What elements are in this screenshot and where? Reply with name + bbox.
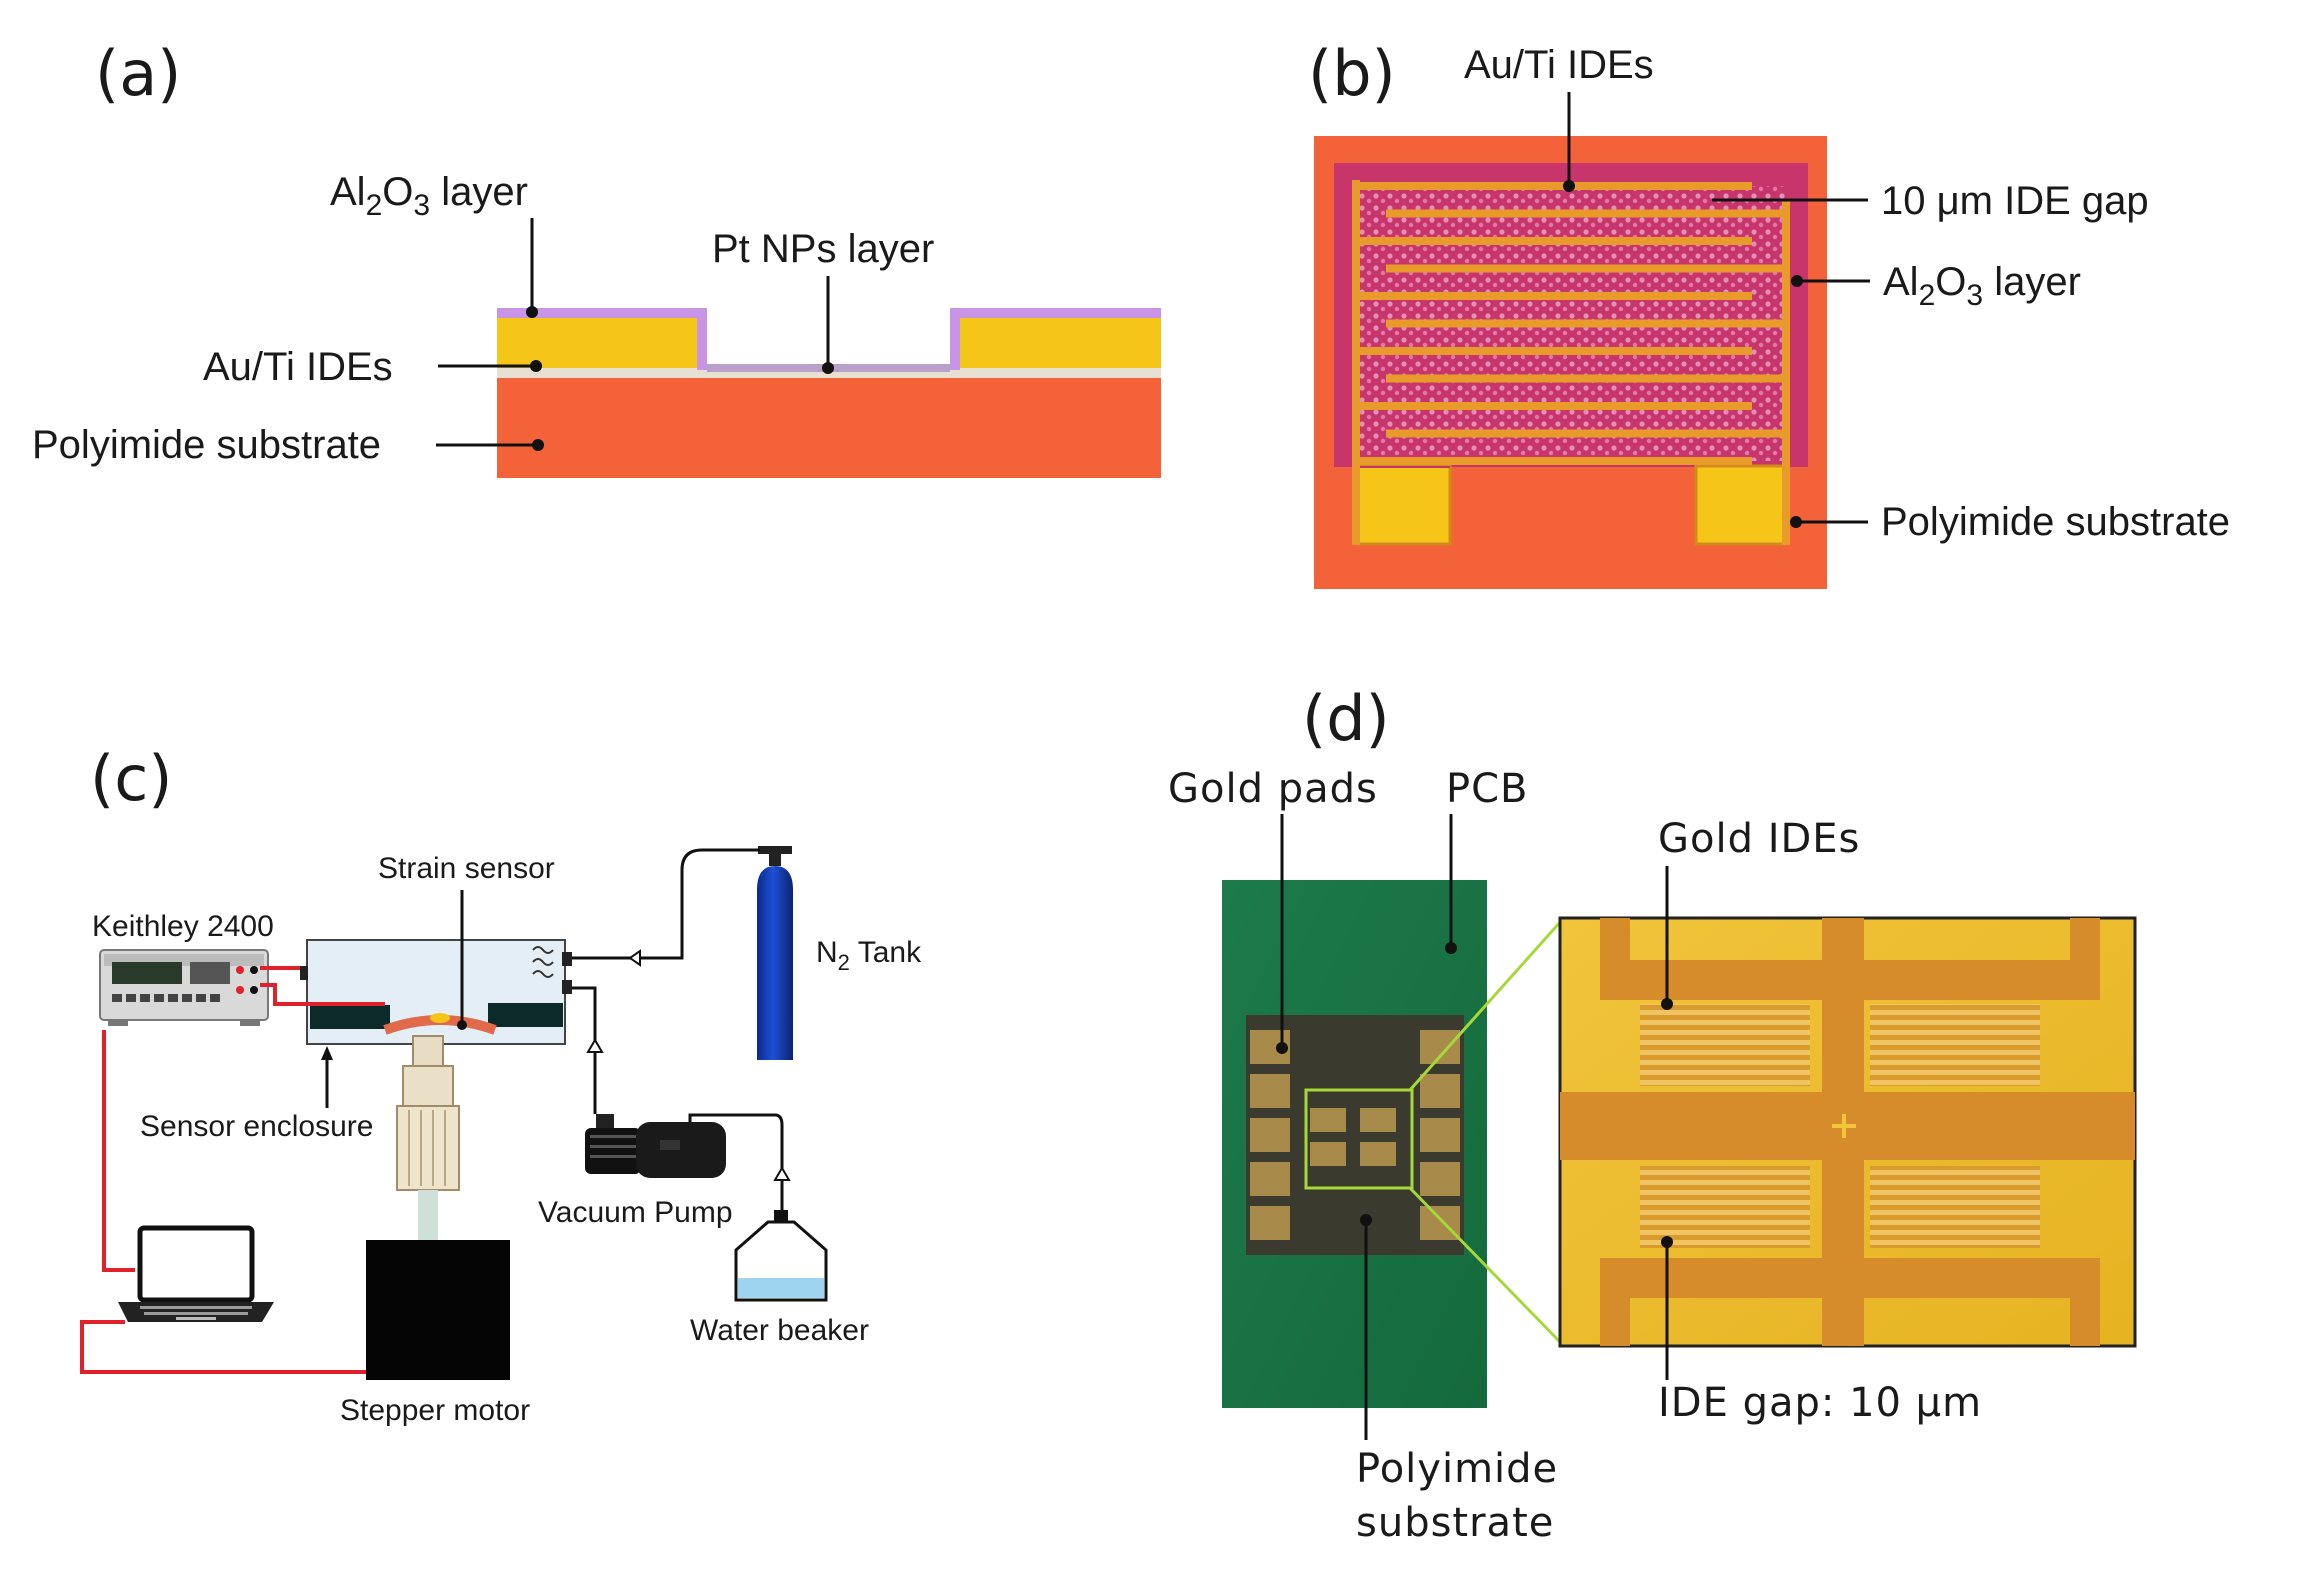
label-b-al2o3: Al2O3 layer bbox=[1883, 260, 2081, 312]
clamp-right bbox=[488, 1003, 563, 1027]
label-a-auti: Au/Ti IDEs bbox=[203, 345, 393, 389]
actuator-body bbox=[396, 1105, 460, 1191]
vacuum-line-beaker bbox=[688, 1113, 784, 1210]
b-finger-left-2 bbox=[1352, 237, 1752, 245]
wire-keithley-laptop bbox=[102, 1030, 135, 1272]
n2-tank bbox=[757, 846, 793, 1060]
b-finger-left-0 bbox=[1352, 182, 1752, 190]
label-c-enclosure: Sensor enclosure bbox=[140, 1110, 373, 1143]
micro-ide-arrays bbox=[1640, 1004, 2040, 1248]
label-a-polyimide: Polyimide substrate bbox=[32, 423, 381, 467]
al2o3-coating bbox=[497, 308, 1161, 370]
panel-b-letter: (b) bbox=[1308, 37, 1396, 110]
label-a-ptnps: Pt NPs layer bbox=[712, 227, 934, 271]
label-c-water: Water beaker bbox=[690, 1314, 869, 1347]
b-finger-left-6 bbox=[1352, 347, 1752, 355]
panel-a: (a) Al2O3 layer Pt NPs layer Au/Ti IDEs … bbox=[32, 37, 1161, 478]
b-finger-right-5 bbox=[1386, 319, 1790, 328]
b-finger-right-9 bbox=[1386, 429, 1790, 438]
label-c-stepper: Stepper motor bbox=[340, 1394, 530, 1427]
stepper-motor-block bbox=[366, 1240, 510, 1380]
micro-traces bbox=[1560, 918, 2135, 1346]
b-pad-right bbox=[1694, 464, 1790, 546]
b-link-right bbox=[1782, 461, 1790, 470]
label-c-vacuum: Vacuum Pump bbox=[538, 1196, 733, 1229]
alignment-cross bbox=[1832, 1114, 1856, 1138]
label-c-n2: N2 Tank bbox=[816, 936, 922, 975]
b-bus-left bbox=[1352, 180, 1360, 545]
b-finger-left-10 bbox=[1352, 457, 1752, 465]
polyimide-substrate-layer bbox=[497, 378, 1161, 478]
label-d-pcb: PCB bbox=[1446, 766, 1529, 812]
keithley-instrument bbox=[99, 949, 269, 1026]
au-ide-right bbox=[960, 318, 1161, 368]
label-b-auti: Au/Ti IDEs bbox=[1464, 43, 1654, 87]
label-d-gold-ides: Gold IDEs bbox=[1658, 816, 1860, 862]
panel-c: (c) bbox=[80, 742, 922, 1427]
vacuum-line-up bbox=[572, 986, 597, 1114]
b-bus-right bbox=[1782, 200, 1790, 545]
label-c-strain: Strain sensor bbox=[378, 852, 555, 885]
panel-d: (d) bbox=[1168, 682, 2137, 1546]
label-b-polyimide: Polyimide substrate bbox=[1881, 500, 2230, 544]
b-finger-right-3 bbox=[1386, 264, 1790, 273]
panel-b: (b) Au/Ti IDEs 10 μm IDE gap Al2O3 layer… bbox=[1308, 37, 2230, 589]
panel-d-letter: (d) bbox=[1302, 682, 1390, 755]
b-link-left bbox=[1352, 461, 1360, 470]
pcb-gold-pads bbox=[1250, 1030, 1460, 1240]
panel-c-letter: (c) bbox=[90, 742, 172, 815]
b-finger-right-1 bbox=[1386, 209, 1790, 218]
label-a-al2o3: Al2O3 layer bbox=[330, 170, 528, 222]
label-b-gap: 10 μm IDE gap bbox=[1881, 179, 2149, 223]
water-beaker bbox=[734, 1210, 828, 1302]
panel-a-letter: (a) bbox=[95, 37, 181, 110]
laptop bbox=[118, 1225, 274, 1322]
label-c-keithley: Keithley 2400 bbox=[92, 910, 274, 943]
clamp-left bbox=[310, 1005, 390, 1029]
label-d-ide-gap: IDE gap: 10 μm bbox=[1658, 1380, 1982, 1426]
wire-laptop-motor bbox=[80, 1320, 366, 1374]
vacuum-pump bbox=[585, 1114, 726, 1178]
n2-line bbox=[572, 848, 760, 960]
b-interdigitated-electrodes bbox=[1352, 180, 1790, 545]
label-d-gold-pads: Gold pads bbox=[1168, 766, 1378, 812]
au-ide-left bbox=[497, 318, 697, 368]
b-finger-left-8 bbox=[1352, 402, 1752, 410]
label-d-polyimide-2: substrate bbox=[1356, 1500, 1554, 1546]
zoom-box bbox=[1304, 1088, 1414, 1190]
label-d-polyimide-1: Polyimide bbox=[1356, 1446, 1558, 1492]
b-finger-right-7 bbox=[1386, 374, 1790, 383]
b-finger-left-4 bbox=[1352, 292, 1752, 300]
b-pad-left bbox=[1356, 464, 1452, 546]
